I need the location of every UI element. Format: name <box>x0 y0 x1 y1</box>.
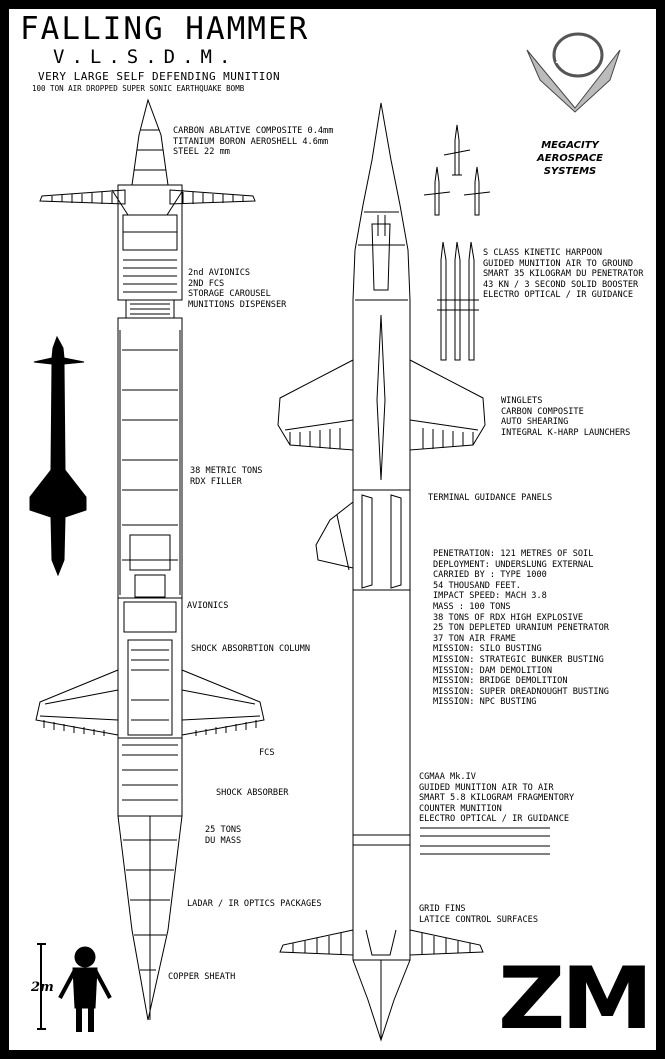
scale-label: 2m <box>31 980 54 995</box>
harpoon-rounds-icons <box>437 241 479 361</box>
title: FALLING HAMMER <box>20 11 310 47</box>
label-copper-sheath: COPPER SHEATH <box>168 972 236 982</box>
tagline: 100 TON AIR DROPPED SUPER SONIC EARTHQUA… <box>32 84 245 93</box>
label-shell: CARBON ABLATIVE COMPOSITE 0.4mm TITANIUM… <box>173 126 334 158</box>
upper-grid-fins <box>39 189 256 216</box>
pilot-figure <box>58 946 112 1032</box>
label-avionics: AVIONICS <box>187 601 229 611</box>
label-filler: 38 METRIC TONS RDX FILLER <box>190 466 263 487</box>
label-specs: PENETRATION: 121 METRES OF SOIL DEPLOYME… <box>433 549 609 708</box>
megacity-logo <box>526 32 621 113</box>
label-shock-absorber: SHOCK ABSORBER <box>216 788 289 798</box>
subtitle: VERY LARGE SELF DEFENDING MUNITION <box>38 70 281 83</box>
label-grid-fins: GRID FINS LATICE CONTROL SURFACES <box>419 904 538 925</box>
side-view-wings <box>277 359 486 451</box>
label-terminal-guidance: TERMINAL GUIDANCE PANELS <box>428 493 553 503</box>
label-avionics-2: 2nd AVIONICS 2ND FCS STORAGE CAROUSEL MU… <box>188 268 287 310</box>
harpoon-drone-icons <box>423 124 491 216</box>
label-fcs: FCS <box>259 748 275 758</box>
lower-wings <box>35 669 265 736</box>
label-cgmaa: CGMAA Mk.IV GUIDED MUNITION AIR TO AIR S… <box>419 772 575 825</box>
zmi-signature: ZMI <box>498 949 665 1049</box>
label-du-mass: 25 TONS DU MASS <box>205 825 242 846</box>
brand-name: MEGACITY AEROSPACE SYSTEMS <box>537 140 603 177</box>
scale-bar <box>37 943 46 1030</box>
label-ladar: LADAR / IR OPTICS PACKAGES <box>187 899 322 909</box>
side-view-munition <box>277 102 486 1042</box>
silhouette-icon <box>29 335 87 577</box>
cgmaa-rounds-icons <box>420 827 550 855</box>
blueprint-paper <box>9 9 656 1050</box>
acronym: V.L.S.D.M. <box>53 46 238 68</box>
side-view-grid-fins <box>279 929 484 956</box>
label-shock-column: SHOCK ABSORBTION COLUMN <box>191 644 310 654</box>
label-winglets: WINGLETS CARBON COMPOSITE AUTO SHEARING … <box>501 396 631 438</box>
cutaway-munition-top-view <box>35 98 265 1021</box>
logo-initials: AS <box>557 44 590 69</box>
label-harpoon: S CLASS KINETIC HARPOON GUIDED MUNITION … <box>483 248 644 301</box>
